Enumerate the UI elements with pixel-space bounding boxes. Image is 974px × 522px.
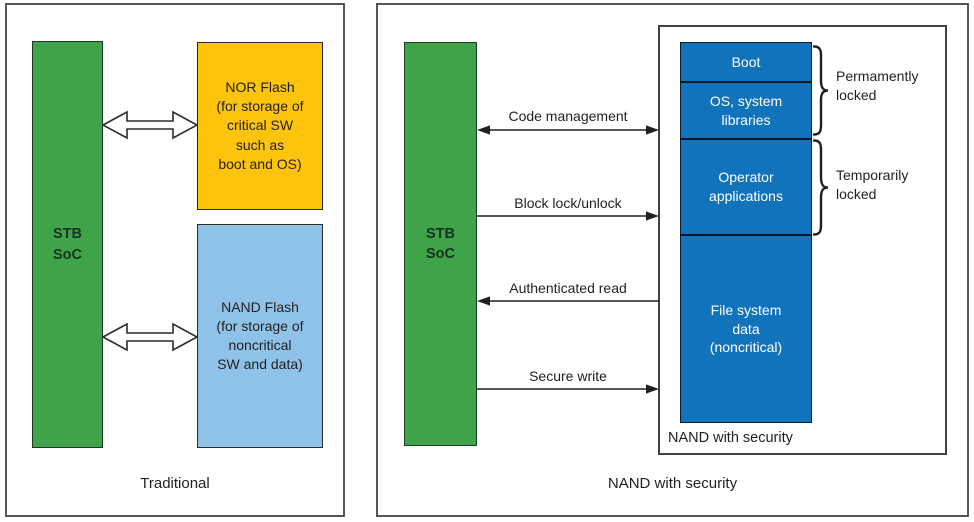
brace-icon xyxy=(812,45,829,136)
nand-security-caption: NAND with security xyxy=(607,475,738,492)
stb-soc-label: STB SoC xyxy=(426,225,455,262)
memory-section-label: OS, system libraries xyxy=(709,92,783,128)
authenticated-read-label: Authenticated read xyxy=(509,280,627,296)
temporary-lock-label: Temporarily locked xyxy=(836,167,909,203)
code-management-label: Code management xyxy=(508,108,628,124)
nand-security-container-label: NAND with security xyxy=(668,430,793,446)
memory-section-operator-apps: Operator applications xyxy=(681,138,811,234)
nand-security-panel: STB SoC NAND with security Boot OS, syst… xyxy=(376,3,969,517)
memory-section-file-system: File system data (noncritical) xyxy=(681,234,811,422)
permanent-lock-label: Permamently locked xyxy=(836,68,919,104)
secure-write-label: Secure write xyxy=(529,368,607,384)
memory-section-label: File system data (noncritical) xyxy=(709,301,783,356)
bidirectional-arrow-icon xyxy=(102,322,198,352)
memory-section-boot: Boot xyxy=(681,43,811,81)
double-arrow-icon xyxy=(477,125,659,135)
traditional-panel: STB SoC NOR Flash (for storage of critic… xyxy=(5,3,345,517)
stb-soc-box: STB SoC xyxy=(404,42,477,446)
right-arrow-icon xyxy=(477,211,659,221)
nand-flash-label: NAND Flash (for storage of noncritical S… xyxy=(216,298,304,373)
memory-section-os: OS, system libraries xyxy=(681,81,811,138)
bidirectional-arrow-icon xyxy=(102,110,198,140)
memory-section-label: Boot xyxy=(731,53,761,70)
brace-icon xyxy=(812,139,829,236)
traditional-caption: Traditional xyxy=(140,475,210,492)
nand-flash-box: NAND Flash (for storage of noncritical S… xyxy=(197,224,323,448)
stb-soc-label: STB SoC xyxy=(53,226,82,263)
nor-flash-label: NOR Flash (for storage of critical SW su… xyxy=(216,79,304,172)
memory-section-label: Operator applications xyxy=(709,169,783,204)
nor-flash-box: NOR Flash (for storage of critical SW su… xyxy=(197,42,323,210)
left-arrow-icon xyxy=(477,296,659,306)
right-arrow-icon xyxy=(477,384,659,394)
stb-soc-box: STB SoC xyxy=(32,41,103,448)
nand-memory-map: Boot OS, system libraries Operator appli… xyxy=(680,42,812,423)
block-lock-unlock-label: Block lock/unlock xyxy=(514,195,622,211)
